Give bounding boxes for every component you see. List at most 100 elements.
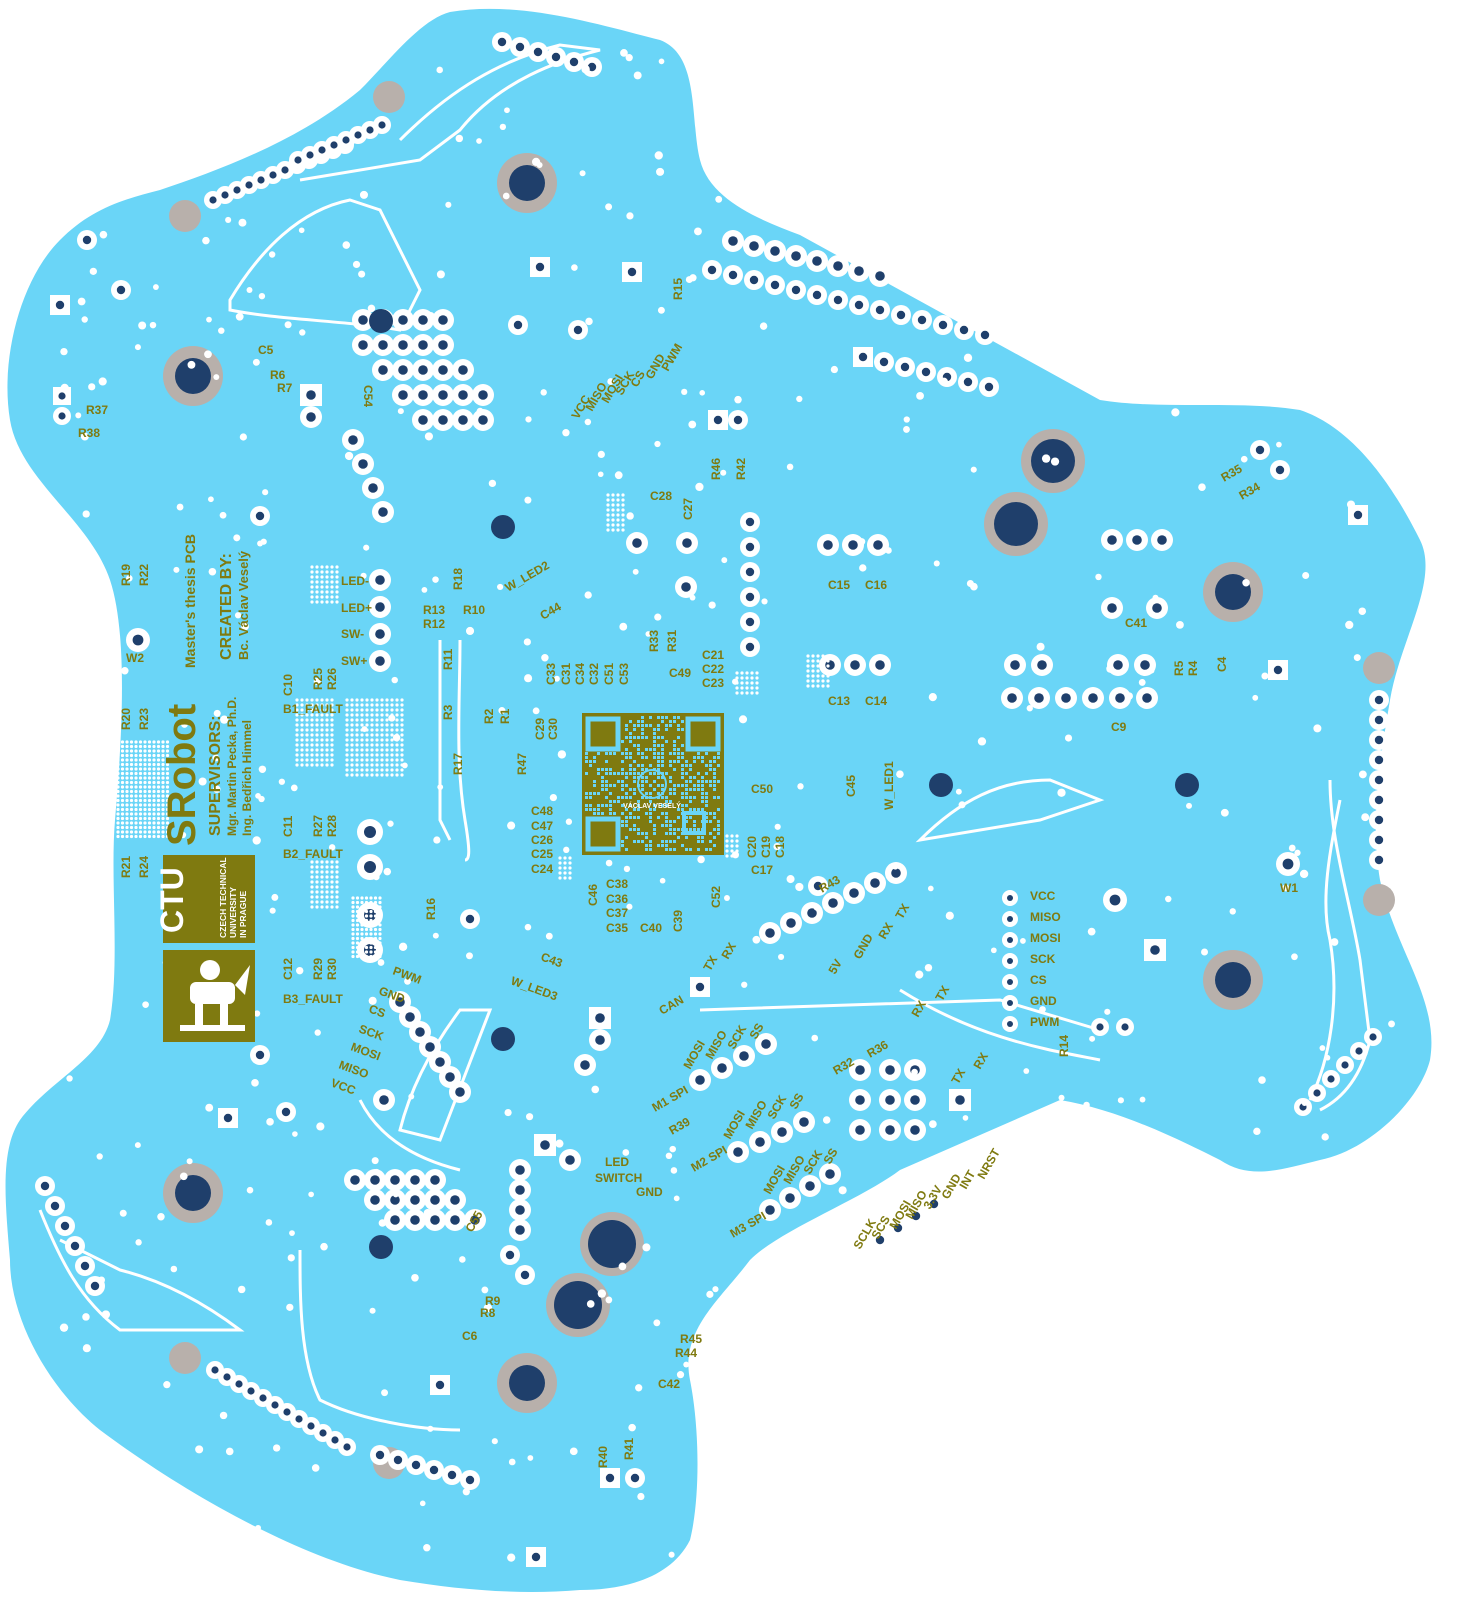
uart-label: TX — [892, 901, 912, 921]
round-pad — [1055, 687, 1077, 709]
via — [755, 686, 759, 690]
via — [350, 723, 354, 727]
component-label: C53 — [617, 663, 631, 685]
component-label: LED+ — [341, 601, 372, 615]
via — [351, 900, 355, 905]
via — [325, 575, 329, 579]
qr-module — [669, 760, 672, 763]
via — [135, 1239, 142, 1246]
via — [82, 1344, 91, 1353]
via — [143, 740, 147, 744]
via — [1288, 844, 1296, 852]
qr-module — [681, 756, 684, 759]
qr-module — [621, 824, 624, 827]
via — [125, 767, 129, 771]
via — [385, 718, 389, 722]
via — [375, 723, 379, 727]
via — [740, 681, 744, 685]
via — [377, 959, 385, 966]
qr-module — [689, 808, 692, 811]
via — [385, 753, 389, 757]
qr-module — [641, 840, 644, 843]
qr-module — [645, 776, 648, 779]
qr-module — [701, 836, 704, 839]
via — [826, 659, 830, 663]
via — [523, 638, 531, 646]
round-pad — [740, 612, 760, 632]
via — [380, 773, 384, 777]
qr-module — [593, 784, 596, 787]
component-label: R41 — [622, 1438, 636, 1460]
round-pad — [916, 362, 936, 382]
via — [626, 512, 634, 520]
via — [161, 803, 165, 807]
via — [116, 803, 120, 807]
square-pad — [1348, 505, 1368, 525]
qr-module — [677, 836, 680, 839]
via — [351, 941, 355, 945]
via — [335, 880, 339, 884]
component-label: R27 — [311, 815, 325, 837]
via — [1388, 1020, 1396, 1028]
square-pad — [622, 262, 642, 282]
component-label: R33 — [647, 630, 661, 652]
via — [369, 936, 373, 941]
via — [621, 503, 625, 507]
round-pad — [384, 1189, 406, 1211]
via — [330, 713, 334, 717]
round-pad — [771, 1121, 793, 1143]
via — [143, 762, 147, 767]
via — [706, 1290, 714, 1298]
via — [315, 748, 319, 752]
via — [305, 738, 309, 742]
qr-module — [605, 752, 608, 755]
via — [300, 738, 304, 742]
qr-module — [701, 840, 704, 843]
via — [156, 816, 161, 821]
via — [258, 765, 267, 774]
via — [373, 927, 378, 932]
component-label: R26 — [325, 668, 339, 690]
qr-module — [701, 760, 704, 763]
via — [345, 773, 349, 777]
via — [96, 1153, 103, 1160]
via — [147, 767, 152, 771]
via — [330, 870, 334, 874]
via — [350, 728, 354, 732]
round-pad — [528, 42, 548, 62]
via — [381, 1389, 389, 1397]
qr-module — [629, 720, 632, 723]
qr-module — [621, 760, 624, 763]
via — [129, 767, 134, 771]
via — [369, 918, 373, 923]
large-via — [491, 515, 515, 539]
via — [369, 954, 373, 959]
via — [161, 744, 165, 749]
via — [129, 744, 134, 749]
via — [632, 568, 639, 575]
component-label: R18 — [451, 568, 465, 590]
qr-module — [629, 816, 632, 819]
round-pad — [1369, 710, 1389, 730]
via — [320, 905, 324, 909]
via — [220, 715, 229, 724]
qr-module — [705, 764, 708, 767]
via — [330, 703, 334, 707]
via — [316, 1122, 325, 1131]
round-pad — [749, 1131, 771, 1153]
qr-module — [665, 820, 668, 823]
via — [295, 758, 299, 762]
round-pad — [625, 1468, 645, 1488]
qr-module — [653, 828, 656, 831]
via — [138, 767, 143, 771]
via — [252, 358, 260, 366]
qr-module — [705, 800, 708, 803]
via — [300, 713, 304, 717]
pin-label-left: CS — [367, 1002, 387, 1021]
via — [1220, 808, 1229, 817]
via — [320, 580, 324, 584]
board-subtitle: Master's thesis PCB — [182, 534, 198, 668]
qr-module — [649, 812, 652, 815]
qr-module — [677, 816, 680, 819]
via — [310, 905, 314, 909]
